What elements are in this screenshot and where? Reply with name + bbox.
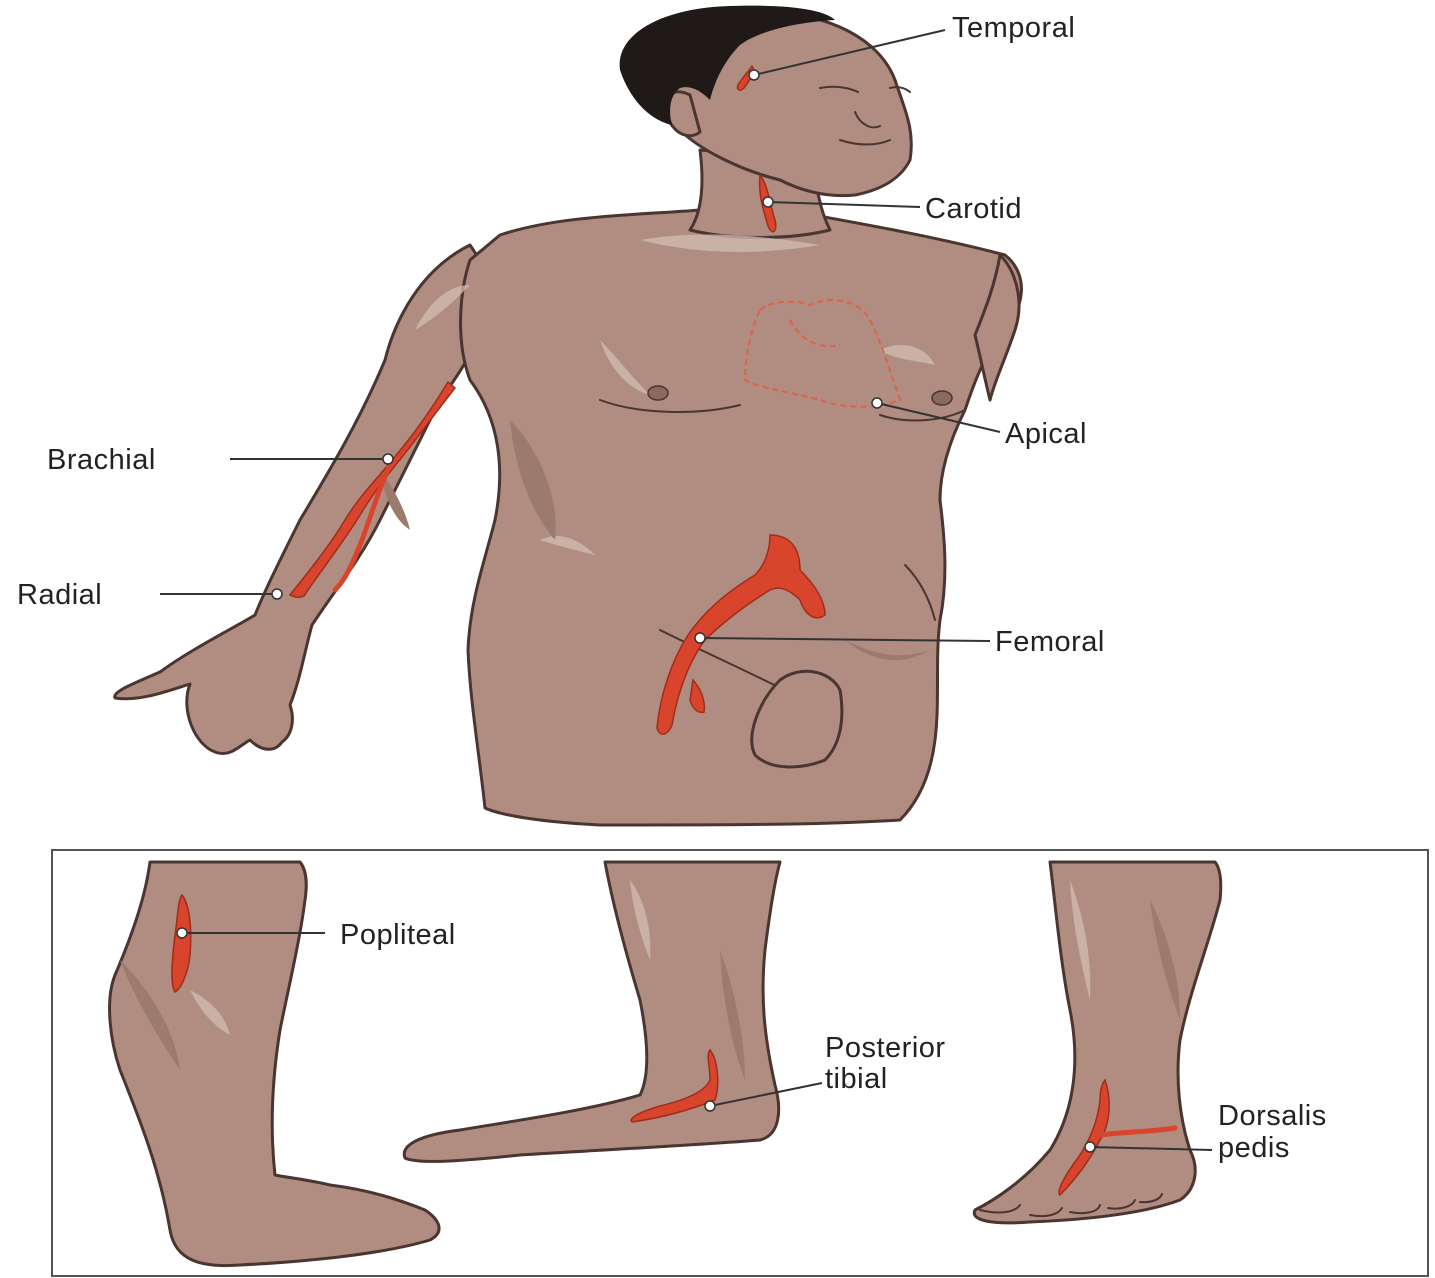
label-apical: Apical: [1005, 418, 1087, 450]
temporal-pulse-point: [749, 70, 759, 80]
label-carotid: Carotid: [925, 193, 1022, 225]
apical-pulse-point: [872, 398, 882, 408]
label-dorsalis-pedis-line2: pedis: [1218, 1132, 1290, 1164]
label-posterior-tibial-line1: Posterior: [825, 1032, 946, 1064]
posterior-tibial-pulse-point: [705, 1101, 715, 1111]
leg-medial-view: [404, 862, 780, 1161]
label-popliteal: Popliteal: [340, 919, 456, 951]
radial-pulse-point: [272, 589, 282, 599]
label-temporal: Temporal: [952, 12, 1075, 44]
right-arm: [115, 245, 500, 754]
label-femoral: Femoral: [995, 626, 1105, 658]
label-dorsalis-pedis-line1: Dorsalis: [1218, 1100, 1327, 1132]
label-posterior-tibial-line2: tibial: [825, 1063, 888, 1095]
human-torso-figure: [115, 6, 1022, 825]
carotid-pulse-point: [763, 197, 773, 207]
foot-dorsal-view: [974, 862, 1221, 1223]
popliteal-pulse-point: [177, 928, 187, 938]
label-brachial: Brachial: [47, 444, 156, 476]
femoral-pulse-point: [695, 633, 705, 643]
dorsalis-pedis-pulse-point: [1085, 1142, 1095, 1152]
label-radial: Radial: [17, 579, 102, 611]
brachial-pulse-point: [383, 454, 393, 464]
